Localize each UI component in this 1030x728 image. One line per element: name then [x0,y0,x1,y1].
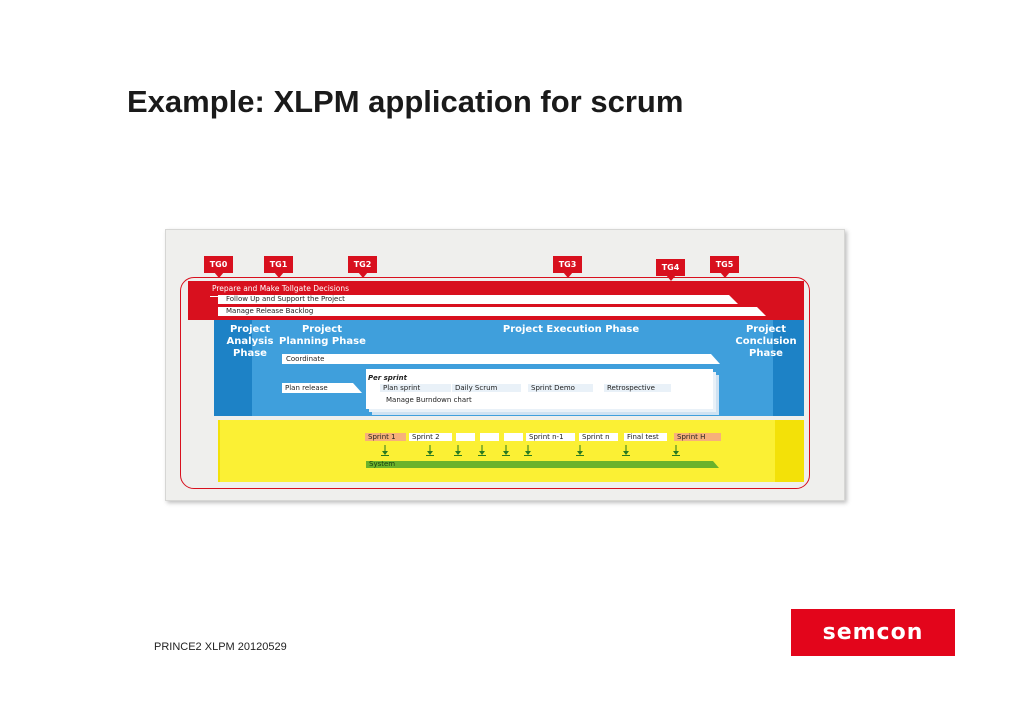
sprint-1: Sprint 1 [365,433,406,441]
retrospective-chip: Retrospective [604,384,671,392]
footer-text: PRINCE2 XLPM 20120529 [154,641,287,653]
release-backlog-bar [218,307,766,316]
per-sprint-label: Per sprint [368,374,407,382]
project-outline [180,277,810,489]
phase-analysis: Project Analysis Phase [226,324,274,359]
down-arrow-icon [576,445,584,456]
plan-release-bar [282,383,362,393]
down-arrow-icon [381,445,389,456]
system-bar [366,461,719,468]
down-arrow-icon [672,445,680,456]
tollgate-tg3: TG3 [553,256,582,278]
decision-bar-label-3: Manage Release Backlog [226,307,314,315]
system-label: System [369,460,396,468]
sprint-gap-1 [456,433,475,441]
daily-scrum-chip: Daily Scrum [452,384,521,392]
down-arrow-icon [502,445,510,456]
plan-release-label: Plan release [285,384,328,392]
final-test: Final test [624,433,667,441]
decision-bar-label-2: Follow Up and Support the Project [226,295,345,303]
down-arrow-icon [426,445,434,456]
support-bar [218,295,738,304]
down-arrow-icon [478,445,486,456]
sprint-2: Sprint 2 [409,433,452,441]
sprint-n: Sprint n [579,433,618,441]
coordinate-label: Coordinate [286,355,325,363]
sprint-gap-3 [504,433,523,441]
burndown-label: Manage Burndown chart [386,396,472,404]
sprint-h: Sprint H [674,433,721,441]
tollgate-tg5: TG5 [710,256,739,278]
tollgate-tg0: TG0 [204,256,233,278]
xlpm-scrum-diagram: TG0 TG1 TG2 TG3 TG4 TG5 Prepare and Make… [165,229,845,501]
down-arrow-icon [622,445,630,456]
down-arrow-icon [454,445,462,456]
semcon-logo: semcon [791,609,955,656]
tollgate-tg2: TG2 [348,256,377,278]
phase-execution: Project Execution Phase [502,324,640,335]
down-arrow-icon [524,445,532,456]
tollgate-tg1: TG1 [264,256,293,278]
phase-planning: Project Planning Phase [279,324,366,347]
plan-sprint-chip: Plan sprint [380,384,451,392]
sprint-demo-chip: Sprint Demo [528,384,593,392]
phase-conclusion: Project Conclusion Phase [735,324,797,359]
sprint-gap-2 [480,433,499,441]
sprint-n-minus-1: Sprint n-1 [526,433,575,441]
sprint-band [218,420,804,482]
decision-bar-label-1: Prepare and Make Tollgate Decisions [212,284,350,293]
coordinate-bar [282,354,720,364]
slide-title: Example: XLPM application for scrum [127,84,684,119]
tollgate-tg4: TG4 [656,259,685,281]
